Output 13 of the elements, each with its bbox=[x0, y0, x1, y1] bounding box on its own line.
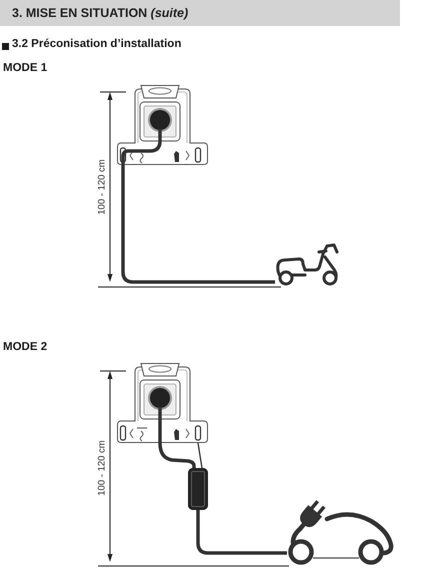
scooter-drawing bbox=[275, 243, 340, 286]
wall-socket-drawing bbox=[117, 363, 208, 443]
section-title: 3. MISE EN SITUATION (suite) bbox=[12, 6, 188, 20]
charging-cable bbox=[121, 165, 275, 284]
charging-cable bbox=[196, 510, 287, 555]
dimension-label: 100 - 120 cm bbox=[98, 159, 108, 215]
dimension-label: 100 - 120 cm bbox=[98, 440, 108, 496]
mode-heading: MODE 2 bbox=[3, 341, 48, 354]
hanging-strap bbox=[197, 442, 203, 468]
control-box bbox=[188, 468, 208, 510]
subsection-heading: 3.2 Préconisation d’installation bbox=[12, 38, 182, 52]
wall-socket-drawing bbox=[117, 85, 208, 165]
mode-heading: MODE 1 bbox=[3, 62, 48, 76]
